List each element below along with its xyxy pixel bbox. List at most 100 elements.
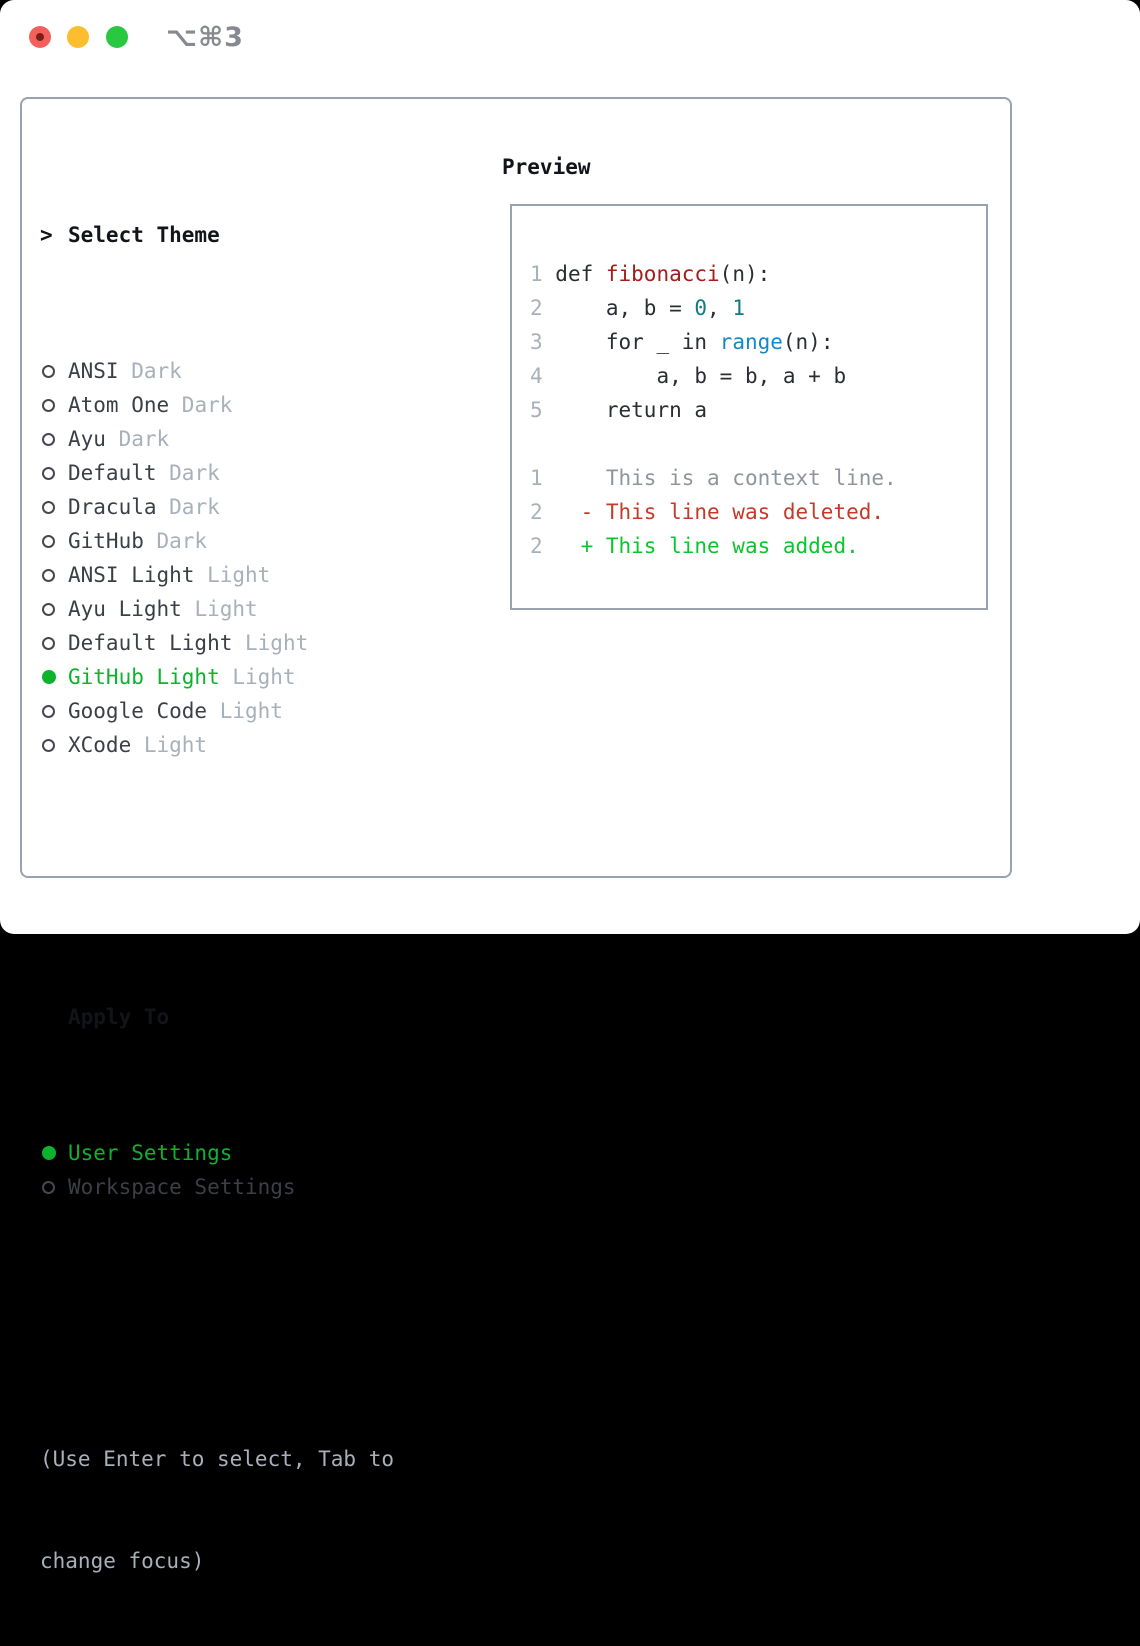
diff-line-deleted: 2 - This line was deleted.: [530, 495, 897, 529]
line-number: 3: [530, 330, 556, 354]
item-variant-label: Dark: [169, 393, 233, 417]
select-theme-header: > Select Theme: [40, 218, 394, 252]
line-number: 4: [530, 364, 556, 388]
theme-option-xcode[interactable]: XCode Light: [40, 728, 394, 762]
code-token-fg: a, b =: [555, 296, 695, 320]
close-dot-icon: [36, 33, 44, 41]
item-variant-label: Light: [131, 733, 208, 757]
close-button[interactable]: [29, 26, 51, 48]
item-variant-label: Dark: [156, 495, 220, 519]
radio-marker: [40, 558, 68, 592]
code-token-fg: (n):: [719, 262, 771, 286]
item-variant-label: Dark: [105, 427, 170, 451]
spacer: [40, 864, 394, 898]
code-token-fg: a, b = b, a + b: [555, 364, 847, 388]
radio-selected-icon: [42, 1146, 56, 1160]
radio-selected-icon: [42, 670, 56, 684]
minimize-button[interactable]: [67, 26, 89, 48]
radio-marker: [40, 660, 68, 694]
code-token-fg: ,: [707, 296, 733, 320]
diff-line-context: 1 This is a context line.: [530, 461, 897, 495]
code-token-function: fibonacci: [605, 262, 720, 286]
zoom-button[interactable]: [106, 26, 128, 48]
diff-text: This is a context line.: [555, 466, 897, 490]
hint-line-1: (Use Enter to select, Tab to: [40, 1447, 395, 1471]
theme-option-github[interactable]: GitHub Dark: [40, 524, 394, 558]
theme-option-default[interactable]: Default Dark: [40, 456, 394, 490]
code-token-builtin: range: [719, 330, 783, 354]
theme-option-atom-one[interactable]: Atom One Dark: [40, 388, 394, 422]
keyboard-shortcut-label: ⌥⌘3: [166, 22, 244, 53]
radio-marker: [40, 694, 68, 728]
radio-marker: [40, 1136, 68, 1170]
item-label: XCode: [68, 733, 132, 757]
radio-marker: [40, 490, 68, 524]
line-number: 2: [530, 500, 556, 524]
item-label: Ayu Light: [68, 597, 182, 621]
title-bar: ⌥⌘3: [0, 0, 1140, 75]
item-variant-label: Light: [232, 631, 309, 655]
theme-option-ayu-light[interactable]: Ayu Light Light: [40, 592, 394, 626]
spacer: [40, 1306, 394, 1340]
code-token-number: 0: [694, 296, 708, 320]
diff-text: + This line was added.: [555, 534, 859, 558]
item-label: Default: [68, 461, 157, 485]
radio-marker: [40, 592, 68, 626]
radio-unselected-icon: [42, 534, 55, 548]
apply-to-title: Apply To: [68, 1005, 170, 1029]
line-number: 1: [530, 262, 556, 286]
theme-option-dracula[interactable]: Dracula Dark: [40, 490, 394, 524]
item-label: Ayu: [68, 427, 106, 451]
line-number: 2: [530, 296, 556, 320]
radio-marker: [40, 422, 68, 456]
code-line: 2 a, b = 0, 1: [530, 291, 897, 325]
marker-spacer: [40, 1000, 68, 1034]
radio-marker: [40, 626, 68, 660]
theme-option-ansi-light[interactable]: ANSI Light Light: [40, 558, 394, 592]
item-label: ANSI Light: [68, 563, 195, 587]
item-label: Atom One: [68, 393, 170, 417]
select-theme-title: Select Theme: [68, 223, 220, 247]
theme-option-default-light[interactable]: Default Light Light: [40, 626, 394, 660]
code-token-fg: return a: [555, 398, 708, 422]
apply-option-workspace-settings[interactable]: Workspace Settings: [40, 1170, 394, 1204]
item-label: Workspace Settings: [68, 1175, 296, 1199]
preview-title: Preview: [502, 155, 591, 179]
item-label: Google Code: [68, 699, 208, 723]
radio-unselected-icon: [42, 738, 55, 752]
radio-unselected-icon: [42, 704, 55, 718]
apply-option-user-settings[interactable]: User Settings: [40, 1136, 394, 1170]
item-label: User Settings: [68, 1141, 233, 1165]
radio-unselected-icon: [42, 466, 55, 480]
theme-option-ayu[interactable]: Ayu Dark: [40, 422, 394, 456]
diff-text: - This line was deleted.: [555, 500, 885, 524]
item-variant-label: Dark: [118, 359, 182, 383]
radio-unselected-icon: [42, 364, 55, 378]
radio-marker: [40, 728, 68, 762]
theme-option-github-light[interactable]: GitHub Light Light: [40, 660, 394, 694]
radio-unselected-icon: [42, 500, 55, 514]
code-line: 5 return a: [530, 393, 897, 427]
hint-line-2: change focus): [40, 1549, 205, 1573]
radio-unselected-icon: [42, 398, 55, 412]
item-variant-label: Light: [194, 563, 271, 587]
radio-marker: [40, 456, 68, 490]
diff-line-added: 2 + This line was added.: [530, 529, 897, 563]
code-token-fg: (n):: [782, 330, 834, 354]
cursor-marker: >: [40, 223, 53, 247]
item-label: Dracula: [68, 495, 157, 519]
radio-marker: [40, 524, 68, 558]
theme-option-google-code[interactable]: Google Code Light: [40, 694, 394, 728]
radio-marker: [40, 1170, 68, 1204]
theme-option-ansi[interactable]: ANSI Dark: [40, 354, 394, 388]
radio-unselected-icon: [42, 636, 55, 650]
code-token-fg: def: [555, 262, 606, 286]
item-variant-label: Dark: [143, 529, 208, 553]
